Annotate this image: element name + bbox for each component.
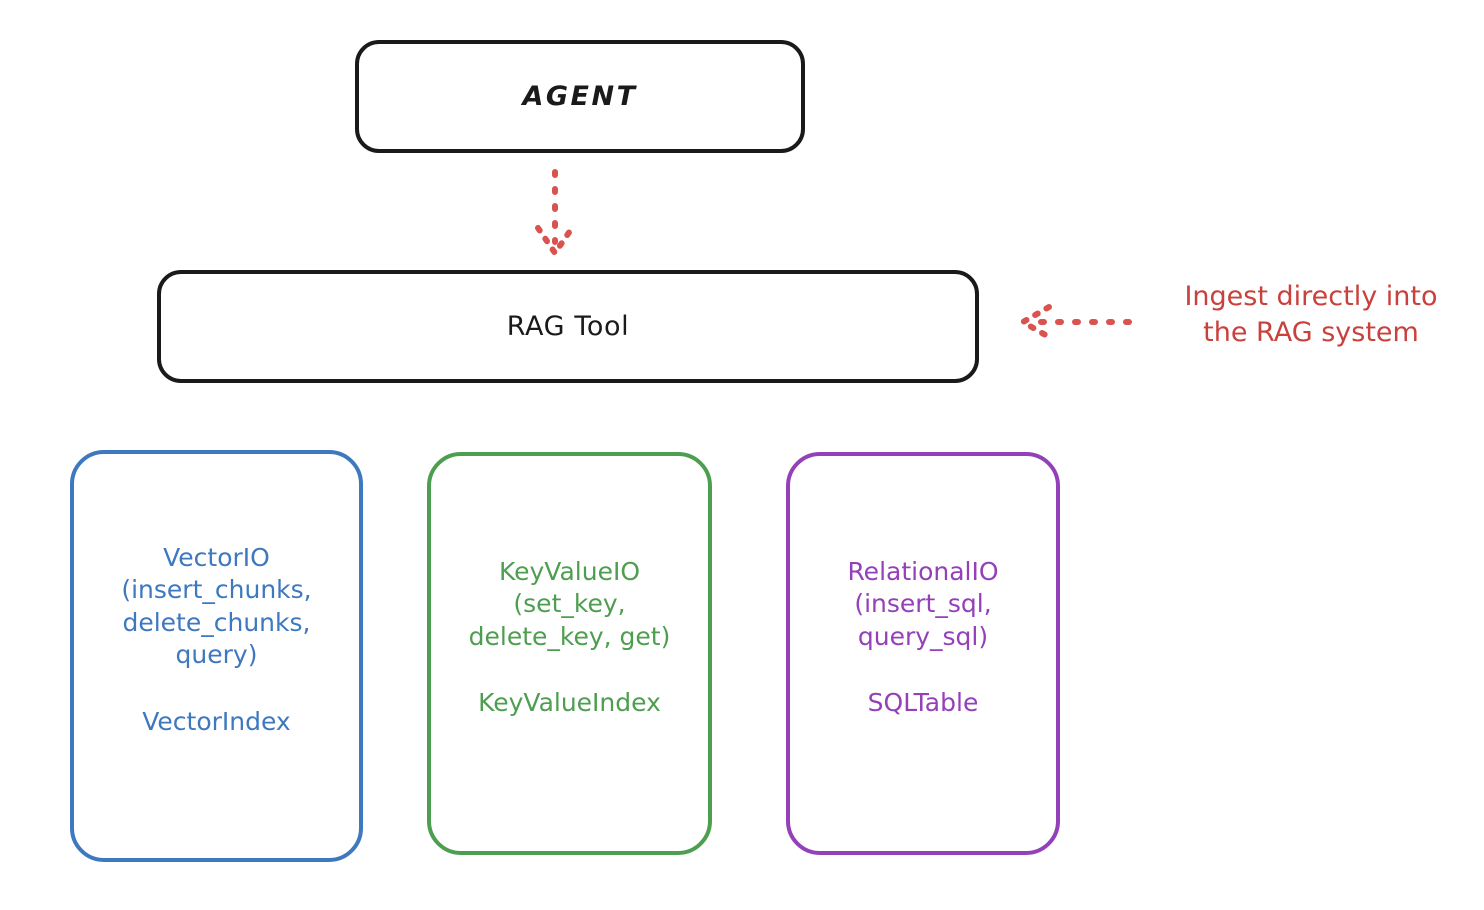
node-vector-io[interactable]: VectorIO (insert_chunks, delete_chunks, … [70,450,363,862]
node-relational-io-stack: RelationalIO (insert_sql, query_sql) SQL… [847,556,998,720]
node-rag-tool-label: RAG Tool [506,310,630,342]
node-relational-io-sublabel: SQLTable [867,688,979,717]
connector-ingest-to-rag-tool [1020,304,1132,340]
node-key-value-io-stack: KeyValueIO (set_key, delete_key, get) Ke… [469,556,671,720]
node-relational-io[interactable]: RelationalIO (insert_sql, query_sql) SQL… [786,452,1060,855]
annotation-ingest-note: Ingest directly into the RAG system [1184,281,1438,348]
node-agent-label: AGENT [522,80,638,112]
node-key-value-io[interactable]: KeyValueIO (set_key, delete_key, get) Ke… [427,452,712,855]
node-rag-tool[interactable]: RAG Tool [157,270,979,383]
connector-agent-to-rag-tool [535,169,575,256]
node-vector-io-sublabel: VectorIndex [142,706,291,736]
node-vector-io-label: VectorIO (insert_chunks, delete_chunks, … [121,542,312,670]
node-vector-io-stack: VectorIO (insert_chunks, delete_chunks, … [121,542,311,739]
node-key-value-io-sublabel: KeyValueIndex [478,688,661,717]
node-agent[interactable]: AGENT [355,40,805,153]
node-key-value-io-label: KeyValueIO (set_key, delete_key, get) [468,556,671,651]
node-relational-io-label: RelationalIO (insert_sql, query_sql) [847,556,999,651]
